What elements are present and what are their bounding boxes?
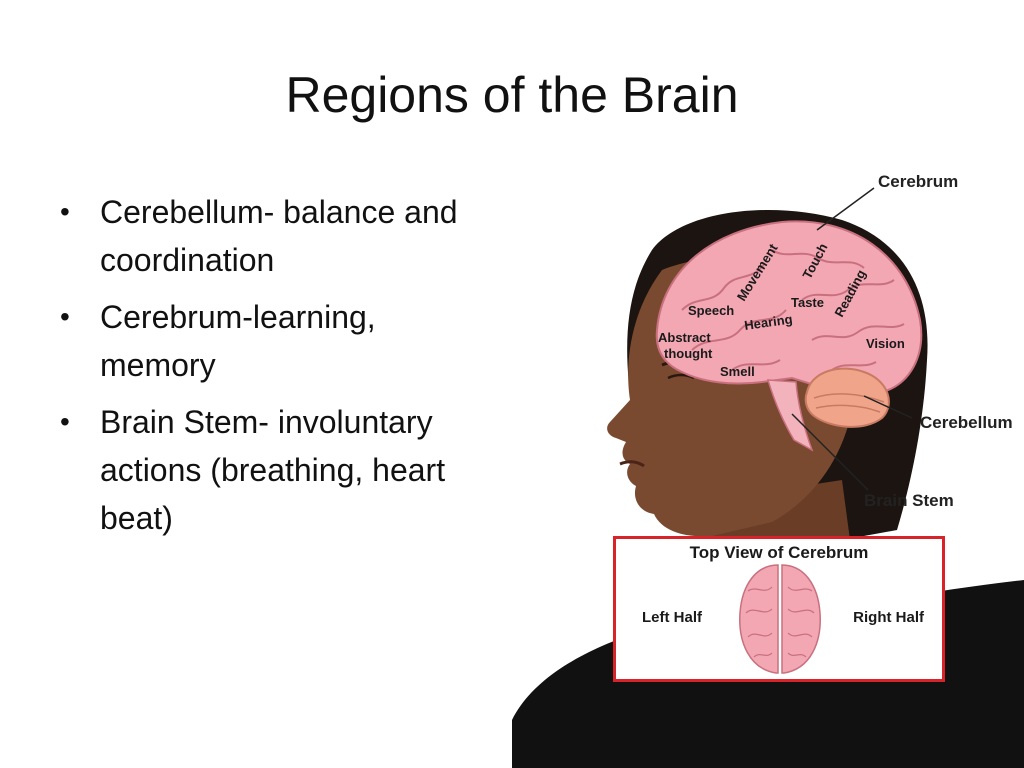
callout-cerebrum: Cerebrum [878,172,958,191]
bullet-list: • Cerebellum- balance and coordination • C… [58,188,498,551]
bullet-text: Brain Stem- involuntary actions (breathi… [100,404,446,536]
bullet-item: • Cerebellum- balance and coordination [58,188,498,284]
region-label-abstract: Abstract [658,330,711,345]
region-label-speech: Speech [688,303,734,318]
bullet-icon: • [60,196,70,227]
cerebellum-folds [813,393,885,413]
gyri-lines [681,249,905,371]
top-view-inset: Top View of Cerebrum Left Half Right Hal… [613,536,945,682]
bullet-item: • Brain Stem- involuntary actions (breath… [58,398,498,542]
bullet-item: • Cerebrum-learning, memory [58,293,498,389]
inset-left-label: Left Half [642,609,702,626]
region-label-taste: Taste [791,295,824,310]
callout-cerebellum: Cerebellum [920,413,1013,432]
region-label-thought: thought [664,346,713,361]
callout-brain-stem: Brain Stem [864,491,954,510]
cerebellum-leader-line [863,395,913,419]
bullet-icon: • [60,406,70,437]
brain-stem-leader-line [791,413,869,491]
region-label-hearing: Hearing [743,311,793,333]
cerebrum-leader-line [816,187,875,231]
brain-stem-shape [766,379,814,452]
lips-shape [619,460,645,468]
inset-title: Top View of Cerebrum [689,543,869,562]
region-label-smell: Smell [720,364,755,379]
inset-right-label: Right Half [853,609,924,626]
slide-title: Regions of the Brain [285,67,739,123]
region-label-vision: Vision [866,336,905,351]
bullet-text: Cerebrum-learning, memory [100,299,376,383]
bullet-icon: • [60,301,70,332]
top-view-brain [739,564,821,674]
cerebrum-shape [655,220,923,398]
cerebellum-shape [804,367,890,428]
bullet-text: Cerebellum- balance and coordination [100,194,458,278]
